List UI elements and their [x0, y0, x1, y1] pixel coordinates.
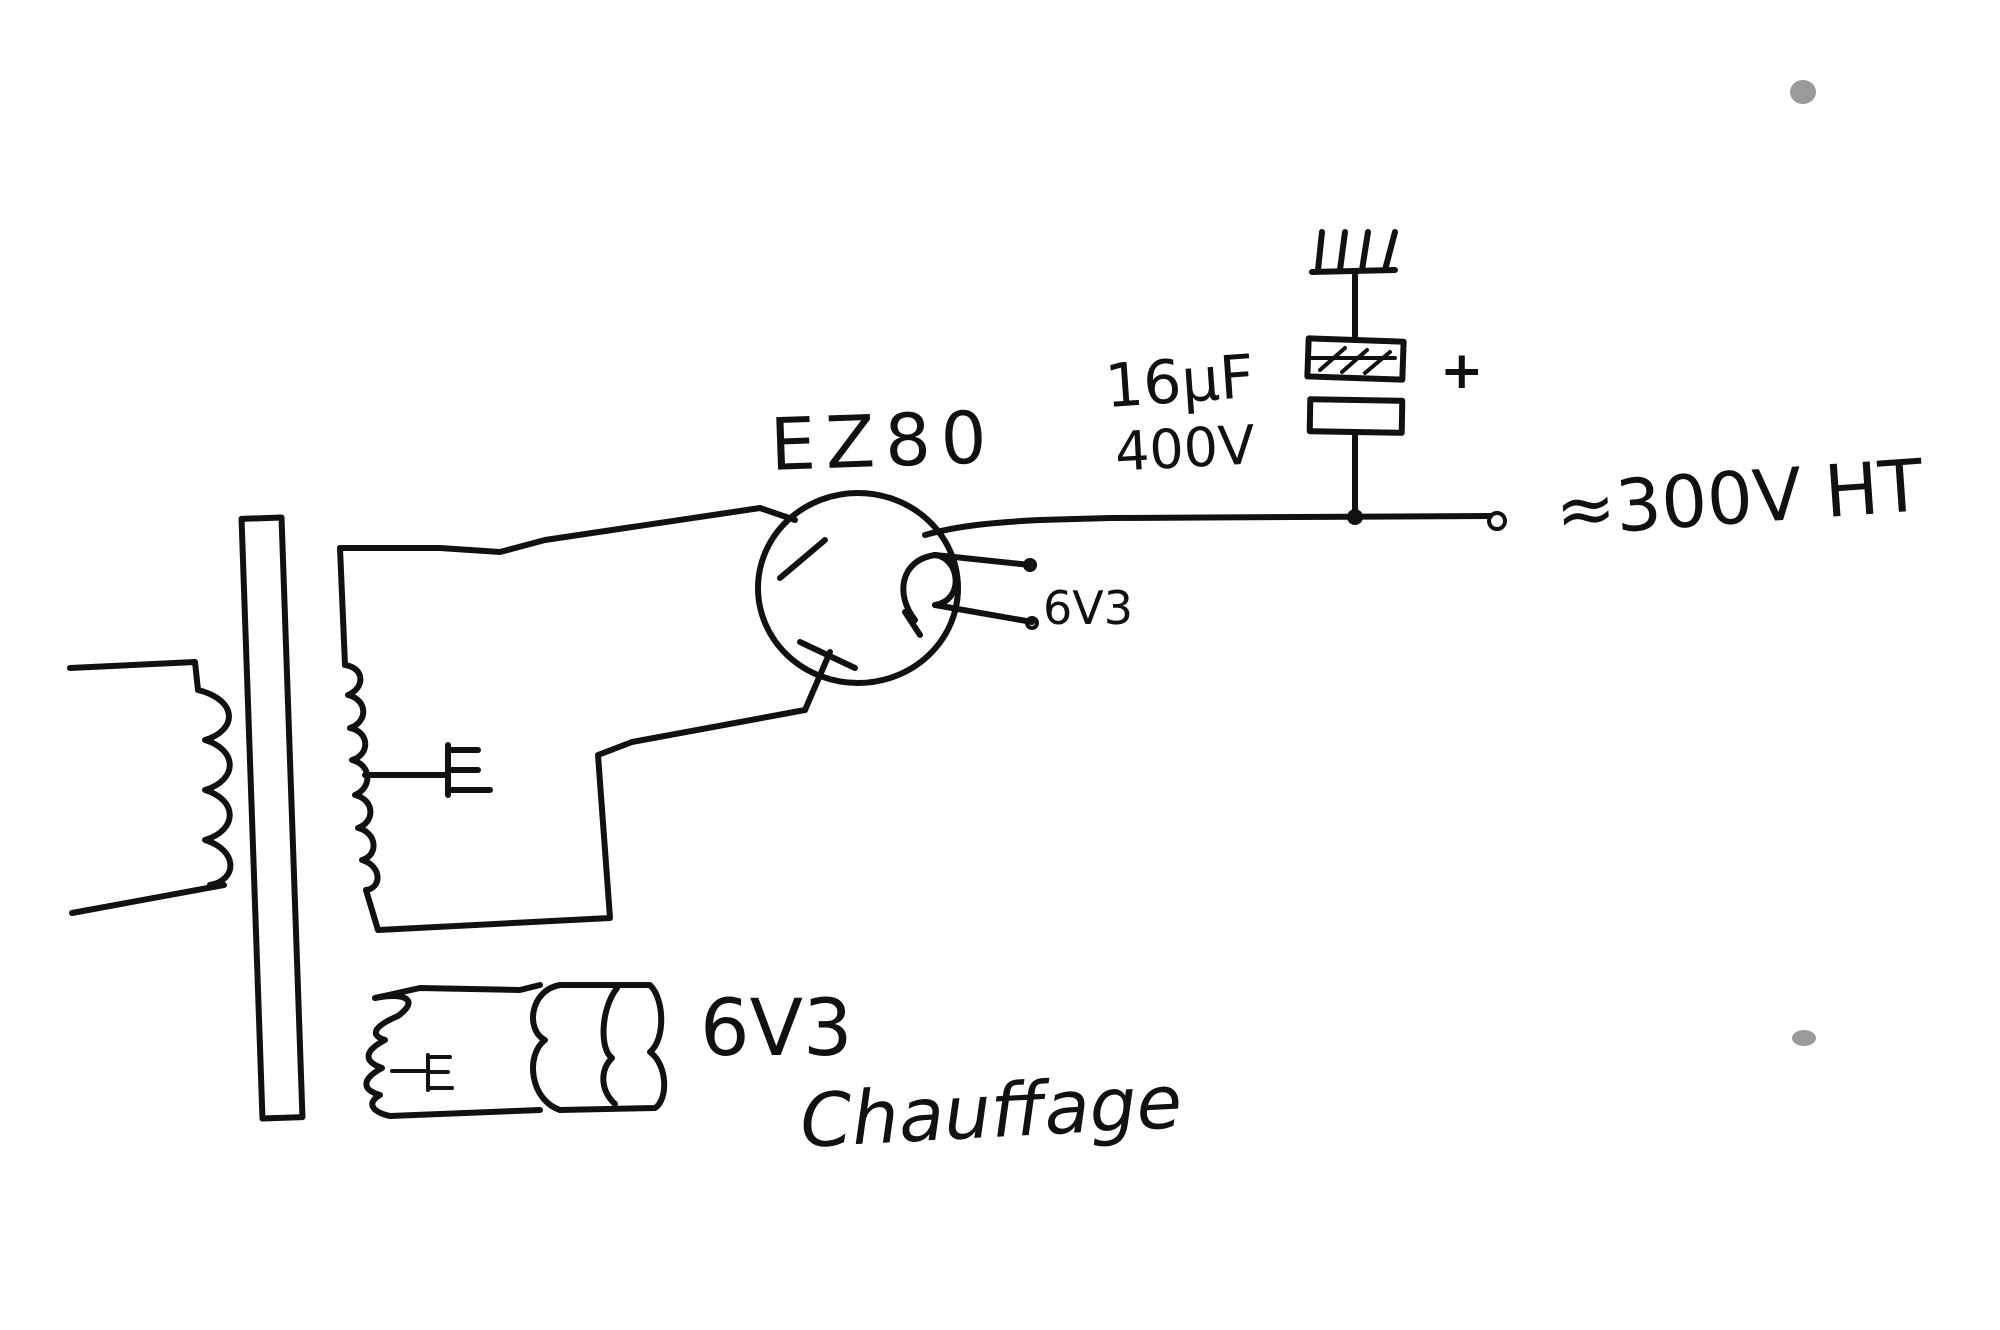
capacitor-capacitance-label: 16μF — [1102, 341, 1257, 423]
ht-output-line — [922, 509, 1507, 538]
tube-heater-terminal-1 — [1023, 558, 1037, 572]
filter-capacitor — [1304, 272, 1407, 520]
capacitor-voltage-label: 400V — [1113, 413, 1257, 484]
ht-output-terminal — [1487, 511, 1507, 531]
tube-heater-voltage-label: 6V3 — [1043, 581, 1134, 635]
transformer-core — [238, 514, 306, 1122]
tube-heater-terminal-2 — [1025, 616, 1039, 630]
heater-earth-icon — [390, 1053, 454, 1092]
capacitor-polarity-label: + — [1440, 341, 1484, 401]
ht-secondary-winding — [337, 505, 808, 933]
primary-winding — [67, 659, 234, 916]
paper-speck — [1790, 80, 1816, 104]
ez80-tube — [755, 490, 1035, 713]
heater-winding-label: Chauffage — [798, 1059, 1185, 1165]
ground-icon — [1309, 229, 1398, 275]
centre-tap-earth-icon — [362, 742, 493, 798]
paper-speck — [1792, 1030, 1816, 1046]
heater-winding-voltage-label: 6V3 — [700, 984, 853, 1074]
tube-label: EZ80 — [768, 395, 998, 487]
heater-winding — [363, 982, 668, 1119]
